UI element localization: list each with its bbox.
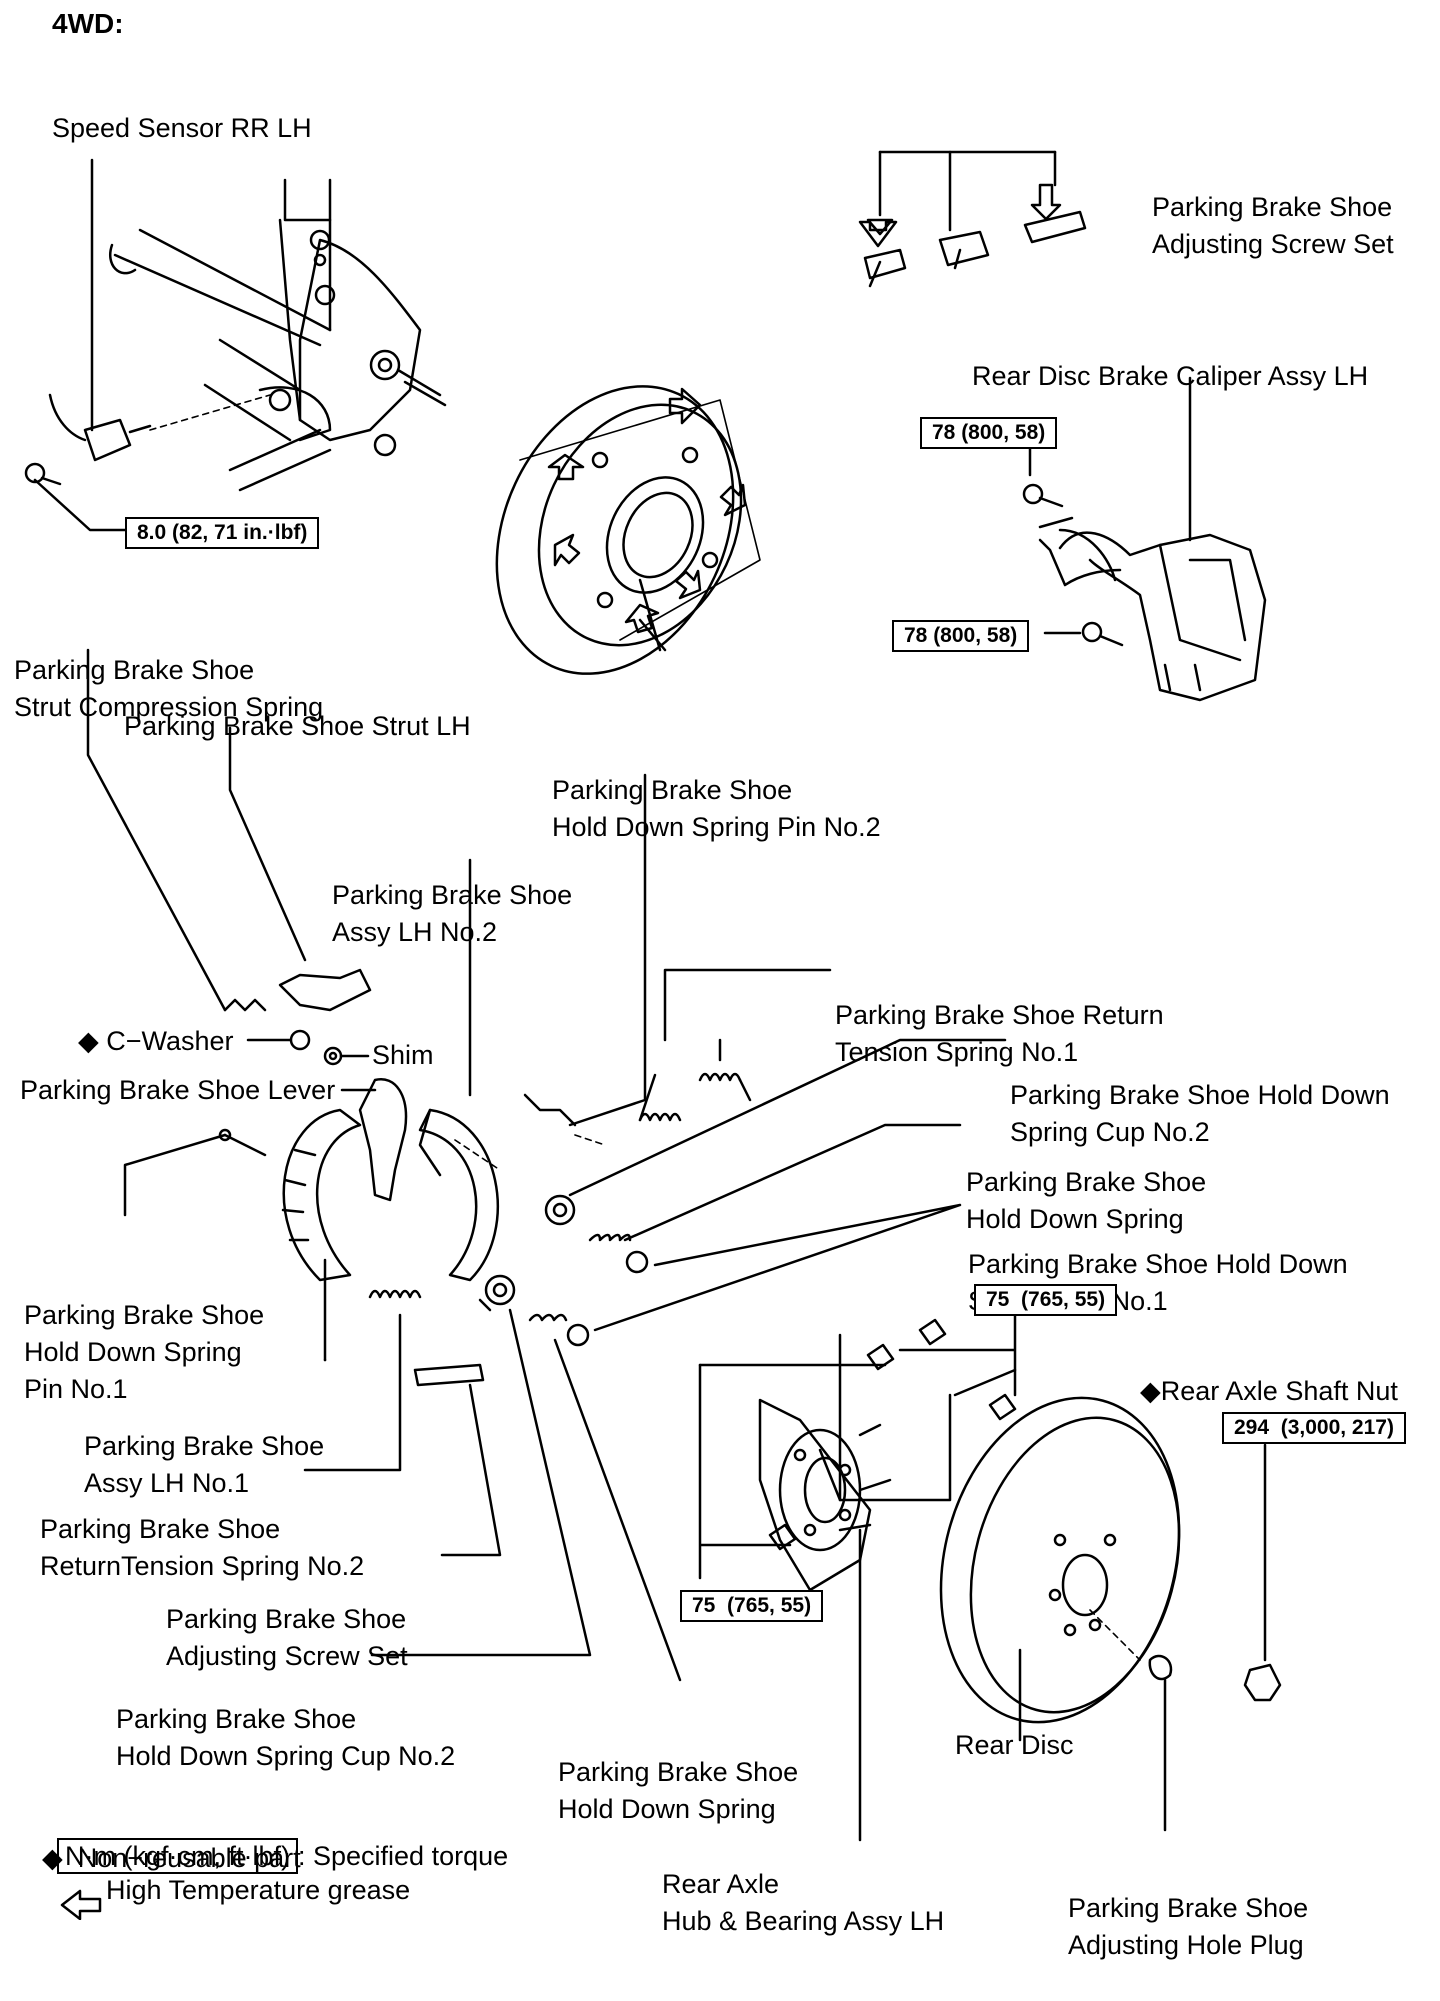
backing-plate — [495, 385, 761, 675]
caliper-assembly — [1022, 376, 1267, 702]
label-strut-lh: Parking Brake Shoe Strut LH — [124, 711, 471, 741]
leader-sensor-torque — [33, 478, 127, 532]
spring-cup-no1 — [566, 1203, 962, 1347]
axle-nut — [1243, 1443, 1282, 1702]
label-shim: Shim — [372, 1040, 434, 1070]
legend-nonreusable: ◆ Non−reusable part — [42, 1843, 301, 1873]
strut-parts — [86, 648, 372, 1012]
return-spring-no2 — [303, 1289, 422, 1472]
hold-down-spring-right — [588, 1123, 962, 1242]
label-axle-nut: ◆Rear Axle Shaft Nut — [1140, 1376, 1398, 1406]
torque-hub-bottom: 75 (765, 55) — [680, 1590, 824, 1622]
shoe-no2 — [418, 858, 501, 1282]
torque-caliper-top: 78 (800, 58) — [920, 417, 1058, 449]
label-c-washer: ◆ C−Washer — [78, 1026, 234, 1056]
legend-torque: N·m (kgf·cm, ft·lbf): Specified torque — [42, 1802, 508, 1874]
exploded-parts-diagram — [24, 150, 1282, 1920]
hub-bolts — [698, 1303, 1017, 1580]
c-washer-shim — [246, 1029, 370, 1066]
speed-sensor — [24, 393, 271, 486]
legend-grease: High Temperature grease — [106, 1875, 411, 1905]
adjusting-screw-set-bottom — [413, 1363, 502, 1557]
return-spring-no1 — [638, 968, 832, 1122]
legend-torque-text: : Specified torque — [298, 1841, 509, 1871]
hole-plug — [1148, 1654, 1173, 1832]
torque-hub-top: 75 (765, 55) — [974, 1284, 1118, 1316]
label-rear-disc: Rear Disc — [955, 1730, 1074, 1760]
page-header: 4WD: — [52, 8, 124, 39]
hold-down-pin-no1 — [123, 1128, 267, 1217]
legend-torque-box: N·m (kgf·cm, ft·lbf) — [57, 1838, 298, 1874]
leader-hold-spring-bottom — [553, 1338, 682, 1682]
hold-down-spring-lower — [478, 1274, 568, 1322]
spring-cup-no2-right — [544, 1038, 1007, 1226]
adjusting-screw-set-top — [858, 150, 1087, 288]
torque-axle-nut: 294 (3,000, 217) — [1222, 1412, 1406, 1444]
torque-caliper-bottom: 78 (800, 58) — [892, 620, 1030, 652]
lever — [340, 1078, 408, 1202]
hold-down-pin-no2 — [523, 773, 647, 1146]
label-speed-sensor: Speed Sensor RR LH — [52, 113, 312, 143]
shoe-no1 — [281, 1108, 362, 1362]
torque-sensor-bolt: 8.0 (82, 71 in.·lbf) — [125, 517, 320, 549]
hub-bearing — [758, 1333, 1017, 1842]
label-lever: Parking Brake Shoe Lever — [20, 1075, 336, 1105]
leader-cup-no2-left — [370, 1308, 592, 1657]
rear-disc — [939, 1396, 1181, 1742]
grease-arrow-icon — [60, 1889, 102, 1920]
steering-knuckle-assembly — [109, 178, 447, 492]
label-caliper: Rear Disc Brake Caliper Assy LH — [972, 361, 1369, 391]
